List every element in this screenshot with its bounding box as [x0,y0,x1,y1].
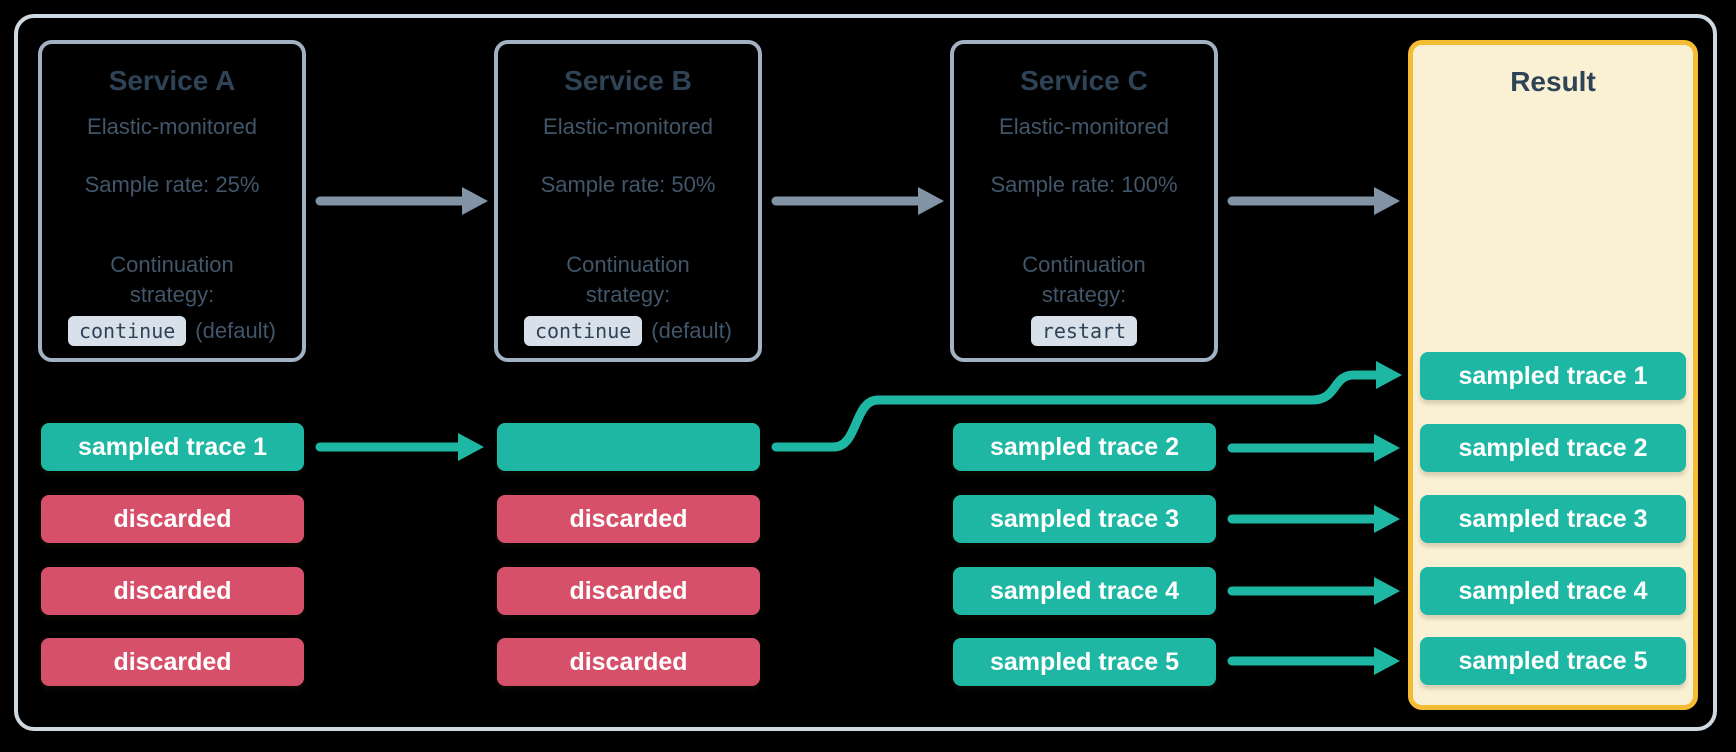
pill-service-a-sampled-trace-1: sampled trace 1 [41,423,304,471]
pill-service-b-discarded-3: discarded [497,638,760,686]
service-c-continuation-label: Continuation strategy: [1022,252,1146,307]
pill-service-c-sampled-trace-3: sampled trace 3 [953,495,1216,543]
pill-service-b-discarded-1: discarded [497,495,760,543]
service-c-box: Service C Elastic-monitored Sample rate:… [950,40,1218,362]
service-b-title: Service B [564,65,692,96]
service-c-strategy-code-chip: restart [1030,316,1138,346]
service-c-sample-rate: Sample rate: 100% [990,172,1178,197]
service-b-strategy-default-note: (default) [651,318,733,343]
service-b-strategy-row: continue (default) [498,316,758,346]
service-a-box: Service A Elastic-monitored Sample rate:… [38,40,306,362]
diagram-frame [14,14,1717,731]
service-a-continuation-label: Continuation strategy: [110,252,234,307]
service-b-sample-rate: Sample rate: 50% [540,172,716,197]
pill-service-c-sampled-trace-5: sampled trace 5 [953,638,1216,686]
pill-service-b-discarded-2: discarded [497,567,760,615]
pill-result-sampled-trace-5: sampled trace 5 [1420,637,1686,685]
pill-result-sampled-trace-4: sampled trace 4 [1420,567,1686,615]
pill-service-c-sampled-trace-4: sampled trace 4 [953,567,1216,615]
pill-service-b-sampled-blank [497,423,760,471]
service-a-title: Service A [108,65,236,96]
service-b-continuation-label: Continuation strategy: [566,252,690,307]
service-a-monitored: Elastic-monitored [87,114,257,139]
service-a-sample-rate: Sample rate: 25% [84,172,260,197]
service-c-strategy-row: restart [954,316,1214,346]
pill-service-a-discarded-3: discarded [41,638,304,686]
service-a-strategy-code-chip: continue [67,316,187,346]
pill-result-sampled-trace-3: sampled trace 3 [1420,495,1686,543]
service-a-strategy-row: continue (default) [42,316,302,346]
pill-service-a-discarded-1: discarded [41,495,304,543]
service-c-monitored: Elastic-monitored [999,114,1169,139]
result-title: Result [1510,66,1596,97]
service-b-box: Service B Elastic-monitored Sample rate:… [494,40,762,362]
service-b-strategy-code-chip: continue [523,316,643,346]
service-c-title: Service C [1020,65,1148,96]
pill-result-sampled-trace-1: sampled trace 1 [1420,352,1686,400]
service-a-strategy-default-note: (default) [195,318,277,343]
pill-result-sampled-trace-2: sampled trace 2 [1420,424,1686,472]
pill-service-a-discarded-2: discarded [41,567,304,615]
pill-service-c-sampled-trace-2: sampled trace 2 [953,423,1216,471]
service-b-monitored: Elastic-monitored [543,114,713,139]
